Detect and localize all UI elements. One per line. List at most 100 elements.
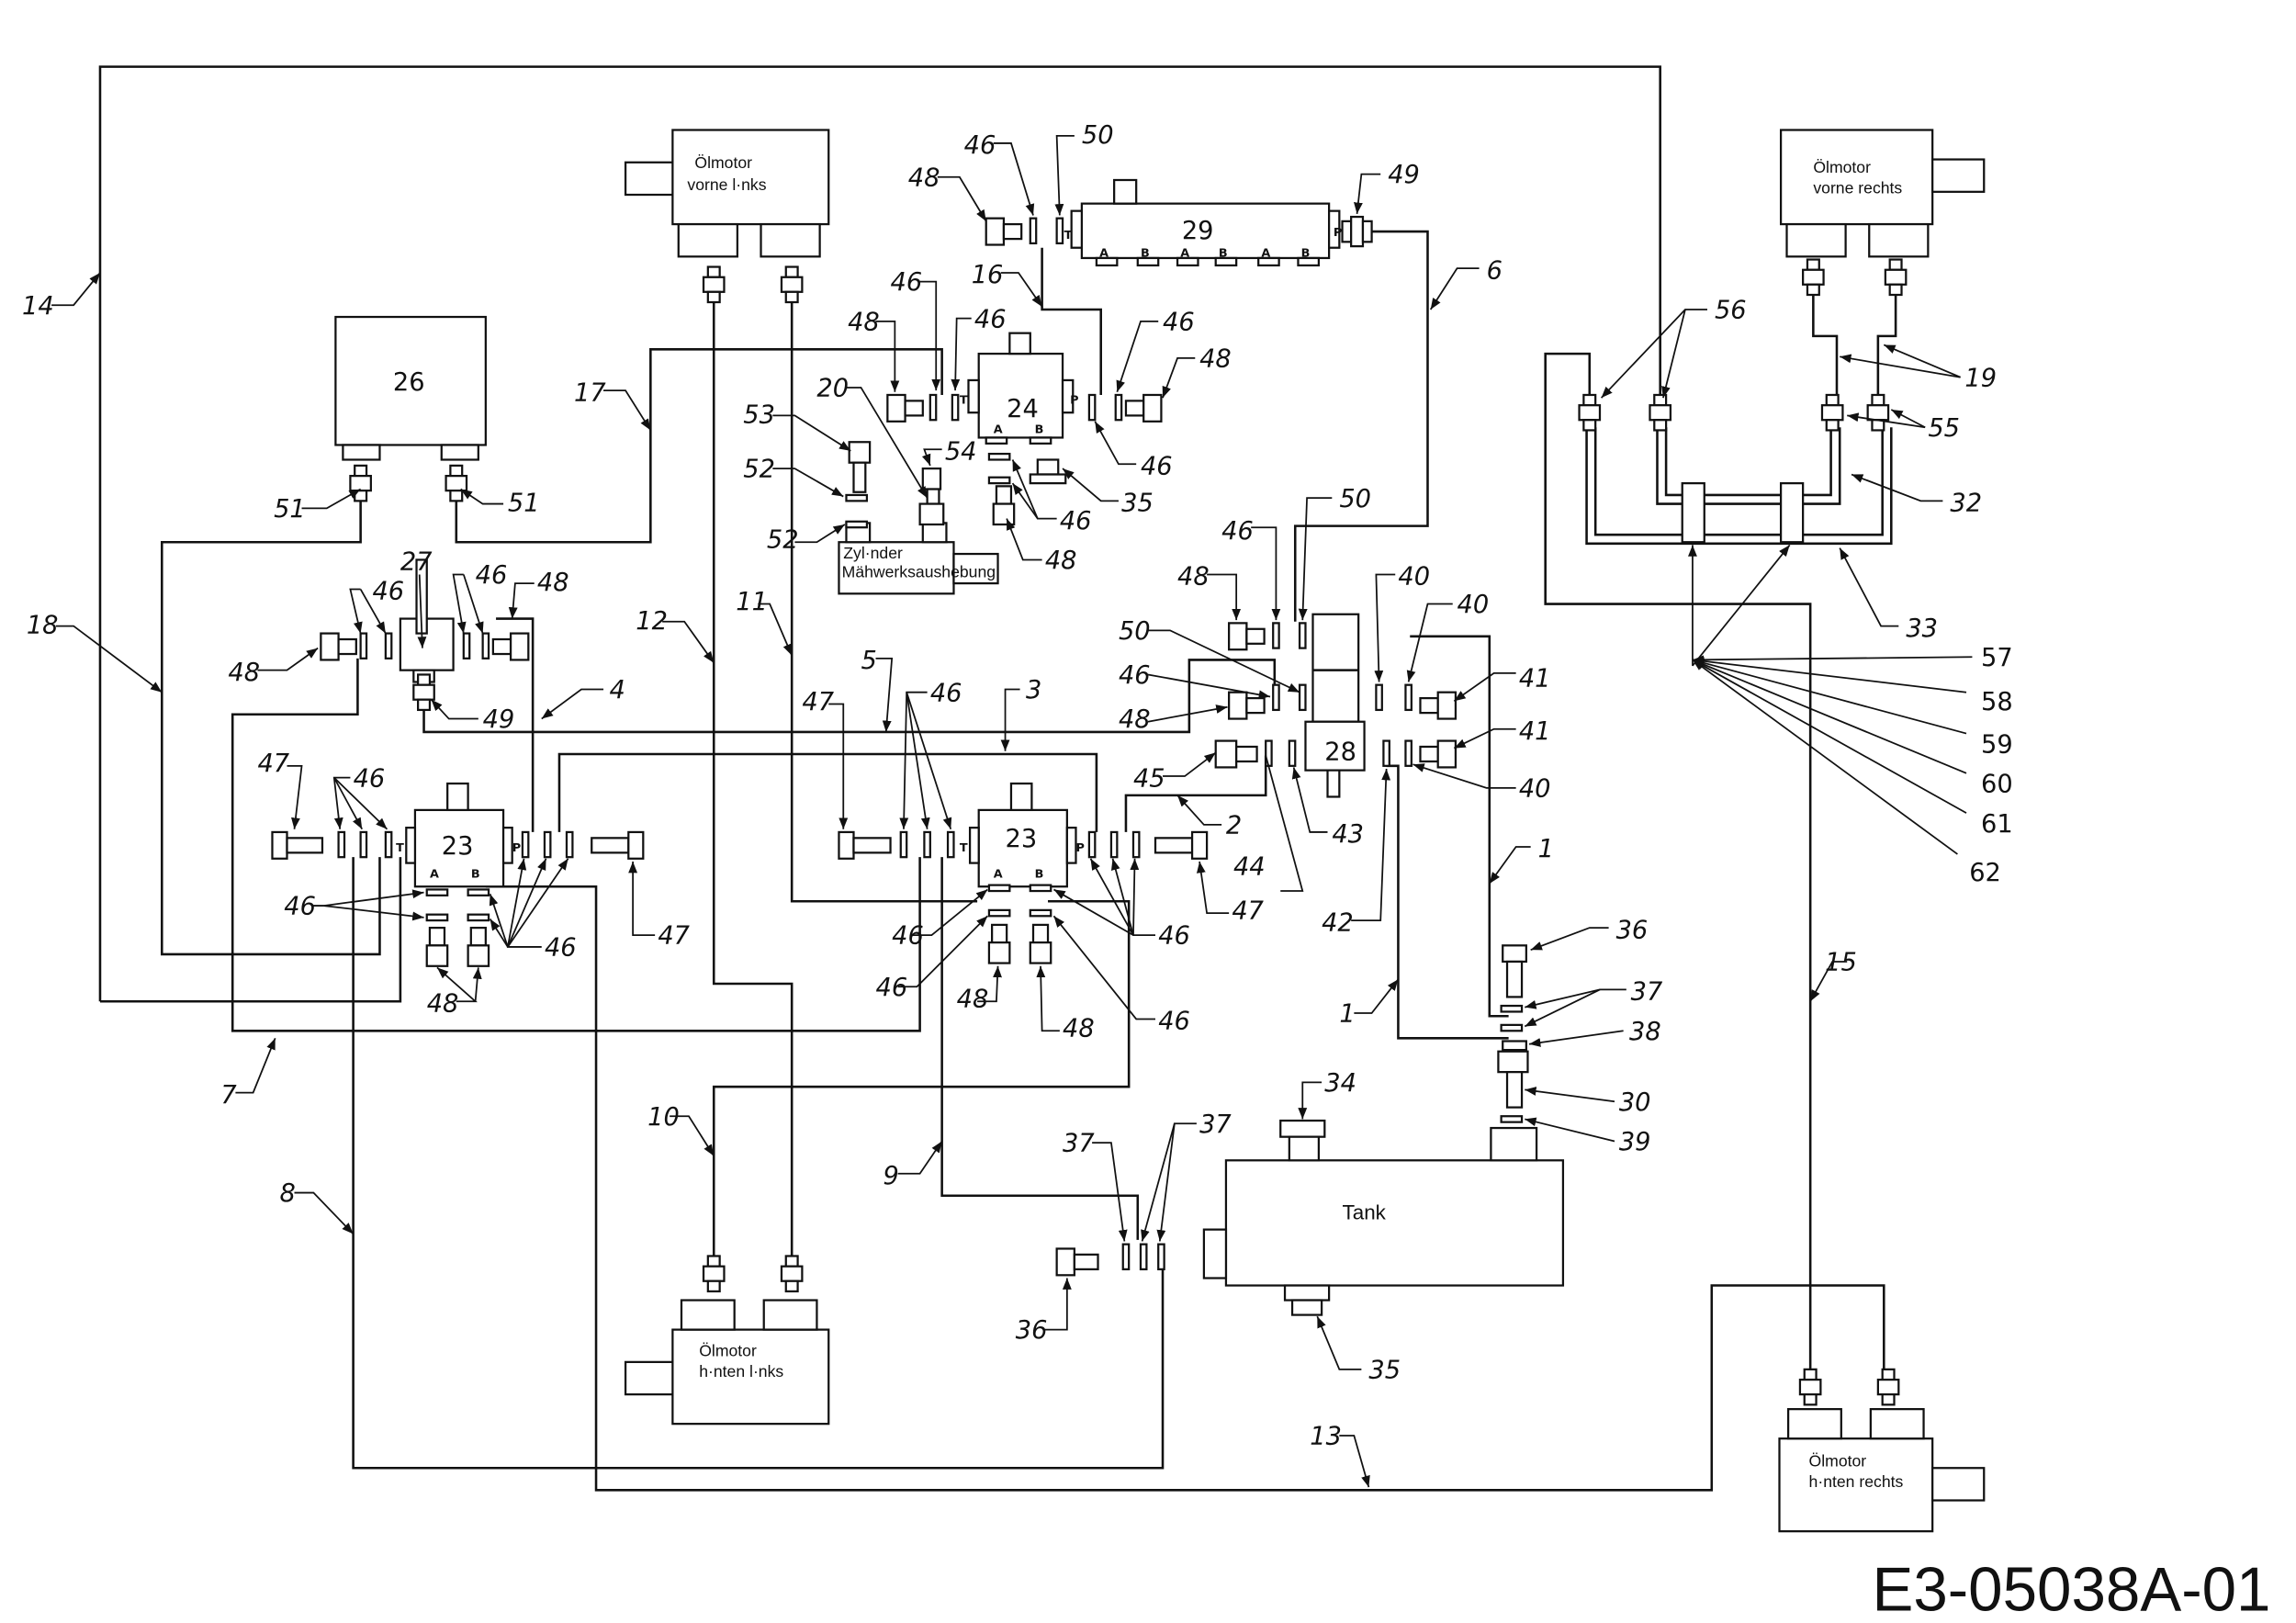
callout-label: 46 — [974, 305, 1007, 333]
hydraulic-line — [1812, 295, 1839, 395]
callout-leader — [1840, 354, 1961, 378]
callout-label: 49 — [1388, 161, 1420, 189]
plug-head — [320, 632, 340, 661]
callout-leader — [1453, 727, 1516, 750]
callout-leader — [897, 1140, 943, 1175]
callout-leader — [1692, 655, 1973, 665]
valve-29-port — [1095, 256, 1119, 267]
callout-label: 16 — [972, 261, 1004, 289]
fitting — [1802, 268, 1825, 286]
callout-label: 46 — [284, 893, 316, 921]
callout-leader — [1052, 915, 1156, 1020]
callout-leader — [1044, 1278, 1072, 1331]
valve-23-left-label: 23 — [442, 832, 474, 861]
motor-front-left-label: vorne l·nks — [687, 175, 766, 194]
callout-label: 27 — [400, 548, 433, 577]
callout-label: 46 — [891, 268, 923, 297]
callout-leader — [1094, 421, 1137, 466]
valve-28-label: 28 — [1324, 738, 1356, 766]
fitting — [1825, 419, 1840, 432]
callout-label: 48 — [537, 569, 569, 597]
valve-port — [1029, 436, 1052, 445]
callout-leader — [906, 692, 930, 829]
fitting — [1881, 1392, 1896, 1406]
hydraulic-line — [1544, 352, 1812, 1369]
callout-leader — [1525, 1117, 1615, 1143]
hydraulic-line — [1876, 295, 1897, 395]
motor-rear-right — [1778, 1437, 1934, 1533]
washer — [543, 830, 552, 859]
washer — [929, 393, 938, 422]
callout-leader — [460, 488, 504, 505]
callout-leader — [1453, 671, 1516, 703]
washer — [1109, 830, 1119, 859]
fitting — [702, 1265, 726, 1282]
callout-leader — [1110, 858, 1134, 936]
plug-head — [1502, 944, 1527, 964]
plug-head — [985, 217, 1006, 246]
callout-label: 52 — [743, 456, 775, 484]
hydraulic-line — [1124, 755, 1267, 832]
callout-leader — [772, 468, 844, 498]
callout-label: 32 — [1950, 490, 1982, 518]
callout-leader — [1062, 468, 1119, 502]
callout-label: 10 — [647, 1103, 680, 1132]
callout-leader — [662, 620, 715, 664]
callout-label: 46 — [892, 922, 924, 951]
plug-body — [1031, 923, 1050, 944]
plug-body — [337, 637, 357, 656]
washer — [1029, 884, 1052, 893]
callout-leader — [1000, 688, 1020, 751]
port-letter: A — [1099, 246, 1109, 260]
washer — [462, 632, 471, 659]
callout-label: 56 — [1715, 297, 1747, 325]
callout-label: 47 — [257, 750, 289, 778]
cylinder-port — [921, 522, 948, 544]
callout-leader — [472, 967, 482, 1002]
fitting — [706, 290, 721, 304]
washer — [1029, 908, 1052, 918]
callout-leader — [489, 919, 509, 948]
washer — [521, 830, 530, 859]
callout-leader — [462, 574, 484, 634]
callout-label: 51 — [508, 490, 540, 518]
plug-head — [1142, 393, 1163, 423]
callout-leader — [1011, 482, 1039, 520]
hydraulic-line — [485, 885, 1885, 1492]
callout-label: 17 — [574, 378, 606, 407]
valve-port — [501, 827, 513, 864]
port-letter: A — [430, 868, 439, 882]
callout-label: 46 — [372, 578, 404, 606]
valve-port — [968, 827, 980, 864]
tank-cap — [1279, 1119, 1326, 1138]
motor-shaft — [624, 161, 674, 197]
washer — [1029, 217, 1038, 245]
callout-label: 11 — [736, 588, 768, 616]
callout-leader — [1147, 673, 1271, 700]
callout-label: 35 — [1368, 1356, 1401, 1384]
callout-leader — [1851, 473, 1943, 502]
fitting — [1825, 393, 1840, 407]
washer — [481, 632, 490, 659]
callout-leader — [1525, 1087, 1615, 1103]
hydraulic-line — [1585, 427, 1893, 546]
callout-leader — [417, 574, 427, 648]
callout-leader — [1196, 861, 1230, 914]
callout-label: 54 — [945, 437, 977, 466]
callout-leader — [912, 888, 988, 936]
plug-head — [425, 944, 449, 967]
hydraulic-line — [231, 658, 921, 1032]
callout-label: 3 — [1026, 676, 1041, 704]
callout-leader — [1489, 846, 1531, 885]
fitting — [1888, 258, 1903, 271]
port-letter: P — [1070, 394, 1078, 408]
washer — [1121, 1243, 1131, 1271]
callout-leader — [541, 688, 604, 720]
motor-port — [1869, 1408, 1925, 1440]
hydraulic-line — [940, 857, 1140, 1240]
plug-body — [286, 837, 324, 854]
hydraulic-line — [161, 493, 381, 956]
callout-leader — [1692, 656, 1967, 693]
callout-label: 49 — [483, 705, 515, 734]
